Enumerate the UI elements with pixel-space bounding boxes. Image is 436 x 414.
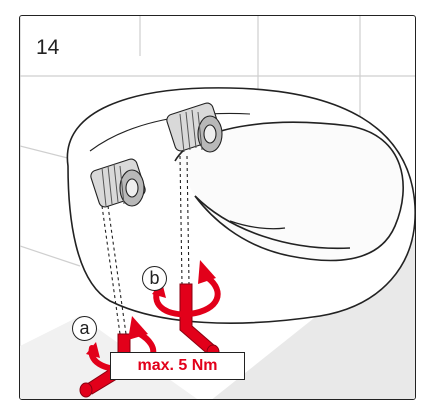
callout-a: a	[72, 316, 97, 341]
callout-b: b	[142, 266, 167, 291]
toilet-bowl	[66, 87, 415, 324]
left-screw-head	[90, 158, 146, 208]
torque-label: max. 5 Nm	[110, 352, 245, 380]
instruction-step-panel: 14 b a	[19, 15, 416, 400]
right-screw-head	[166, 102, 223, 153]
step-number: 14	[36, 36, 60, 59]
floor-plane	[212, 237, 415, 399]
toilet-mounting-illustration	[20, 16, 415, 399]
